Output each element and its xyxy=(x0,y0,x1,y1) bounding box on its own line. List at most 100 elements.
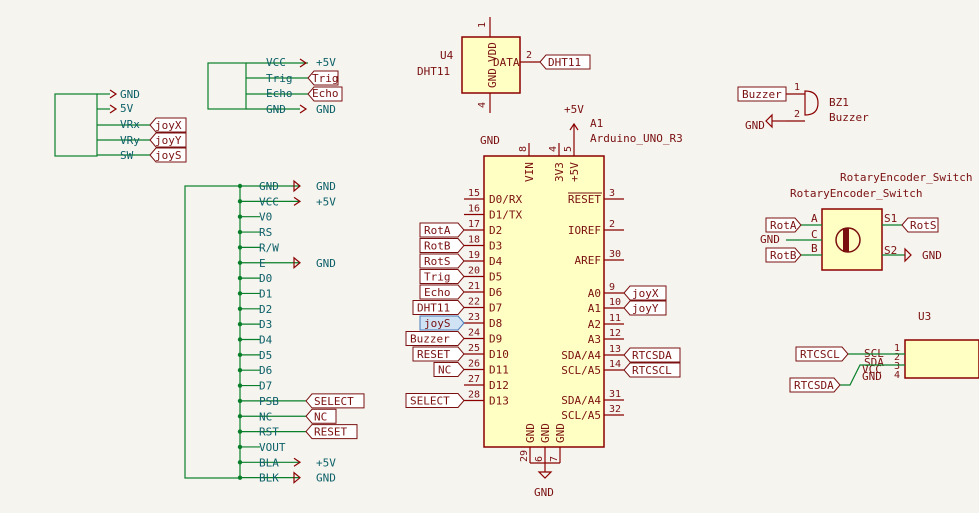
buzzer-bz1[interactable]: Buzzer GND 1 2 BZ1 Buzzer xyxy=(737,82,869,132)
dht11-pin1: 1 xyxy=(477,22,488,28)
arduino-pin-num: 17 xyxy=(468,219,480,230)
hc-trig: Trig xyxy=(266,72,293,85)
ultrasonic-connector[interactable]: VCC Trig Echo GND +5V GND Trig Echo xyxy=(207,56,343,116)
net-label: joyX xyxy=(623,285,667,301)
svg-text:DHT11: DHT11 xyxy=(417,302,450,315)
net-label: SELECT xyxy=(405,393,465,408)
arduino-pin-num: 19 xyxy=(468,250,480,261)
svg-text:VIN: VIN xyxy=(523,162,536,182)
svg-text:RTCSDA: RTCSDA xyxy=(632,349,672,362)
rtc-u3[interactable]: U3 1 2 3 4 SCL SDA VCC GND RTCSCL RTCSDA xyxy=(789,310,979,393)
arduino-pin-name: A2 xyxy=(588,318,601,331)
dht11-u4[interactable]: 1 VDD DATA 2 GND 4 U4 DHT11 DHT11 xyxy=(417,17,591,113)
sw1-pin-c: C xyxy=(811,228,818,241)
dht11-pin2: 2 xyxy=(526,50,532,61)
svg-text:Echo: Echo xyxy=(424,286,451,299)
net-label: Trig xyxy=(419,269,465,284)
svg-text:GND: GND xyxy=(316,472,336,485)
svg-text:RotA: RotA xyxy=(770,219,797,232)
svg-text:6: 6 xyxy=(534,456,545,462)
arduino-pin-num: 2 xyxy=(609,219,615,230)
label-rtcsda-u3: RTCSDA xyxy=(789,377,841,393)
arduino-ref: A1 xyxy=(590,117,603,130)
net-label: RTCSDA xyxy=(623,347,681,363)
arduino-pin-num: 14 xyxy=(609,359,621,370)
ultrasonic-box xyxy=(207,62,247,110)
gnd-symbol-u4: GND xyxy=(480,134,500,147)
label-joyx: joyX xyxy=(149,117,187,133)
label-rots-sw1: RotS xyxy=(901,217,939,233)
svg-text:joyS: joyS xyxy=(424,317,451,330)
svg-text:RotS: RotS xyxy=(424,255,451,268)
label-buzzer: Buzzer xyxy=(737,86,787,102)
lcd-pin: D0 xyxy=(259,272,272,285)
dht11-value: DHT11 xyxy=(417,65,450,78)
arduino-pin-name: D5 xyxy=(489,271,502,284)
arduino-pin-num: 3 xyxy=(609,188,615,199)
gnd-label-a1: GND xyxy=(534,486,554,499)
u3-sda: SDA xyxy=(864,356,884,369)
dht11-body xyxy=(461,36,521,94)
lcd-pin: D1 xyxy=(259,287,272,300)
lcd-pin: BLA xyxy=(259,456,279,469)
arduino-pin-num: 9 xyxy=(609,282,615,293)
svg-text:Trig: Trig xyxy=(424,271,451,284)
arduino-pin-num: 25 xyxy=(468,343,480,354)
svg-text:RotB: RotB xyxy=(770,249,797,262)
lcd-pin: D5 xyxy=(259,349,272,362)
svg-text:29: 29 xyxy=(519,450,530,462)
hc-plus5v: +5V xyxy=(316,56,336,69)
svg-text:8: 8 xyxy=(518,146,529,152)
arduino-pin-name: D2 xyxy=(489,224,502,237)
arduino-pin-name: D10 xyxy=(489,348,509,361)
joystick-connector[interactable]: GND 5V VRx VRy SW joyX joyY joyS xyxy=(54,88,187,163)
rotary-encoder-sw1[interactable]: RotaryEncoder_Switch RotaryEncoder_Switc… xyxy=(760,171,972,271)
gnd-label-sw1c: GND xyxy=(760,233,780,246)
svg-text:RTCSDA: RTCSDA xyxy=(794,379,834,392)
arduino-pin-num: 21 xyxy=(468,281,480,292)
arduino-pin-name: D11 xyxy=(489,364,509,377)
arduino-pin-name: SCL/A5 xyxy=(561,364,601,377)
svg-text:RTCSCL: RTCSCL xyxy=(800,348,840,361)
gnd-label-sw1: GND xyxy=(922,249,942,262)
lcd-pin: RS xyxy=(259,226,272,239)
svg-text:NC: NC xyxy=(314,410,327,423)
plus5v-symbol-a1: +5V xyxy=(564,103,584,143)
lcd-pin: RST xyxy=(259,426,279,439)
svg-text:5: 5 xyxy=(563,146,574,152)
svg-text:GND: GND xyxy=(316,257,336,270)
u3-pin3: 3 xyxy=(894,361,900,372)
arduino-pin-num: 11 xyxy=(609,313,621,324)
svg-text:Echo: Echo xyxy=(312,87,339,100)
arduino-pin-name: D13 xyxy=(489,395,509,408)
svg-text:GND: GND xyxy=(539,423,552,443)
svg-text:GND: GND xyxy=(316,180,336,193)
svg-text:+5V: +5V xyxy=(316,456,336,469)
net-label: Echo xyxy=(419,284,465,300)
arduino-pin-num: 22 xyxy=(468,297,480,308)
u3-vcc: VCC xyxy=(862,363,882,376)
arduino-pin-name: IOREF xyxy=(568,224,601,237)
dht11-ref: U4 xyxy=(440,49,454,62)
dht11-gnd: GND xyxy=(486,68,499,88)
net-label: NC xyxy=(305,408,337,424)
arduino-pin-name: D1/TX xyxy=(489,209,522,222)
buzzer-ref: BZ1 xyxy=(829,96,849,109)
lcd-pin: V0 xyxy=(259,211,272,224)
arduino-pin-num: 31 xyxy=(609,389,621,400)
joystick-box xyxy=(54,93,98,157)
svg-text:SELECT: SELECT xyxy=(410,395,450,408)
sw1-pin-s1: S1 xyxy=(884,212,897,225)
arduino-pin-name: D0/RX xyxy=(489,193,522,206)
arduino-pin-name: D8 xyxy=(489,317,502,330)
arduino-pin-name: SDA/A4 xyxy=(561,349,601,362)
net-label: RotB xyxy=(419,238,465,253)
joy-gnd: GND xyxy=(120,88,140,101)
lcd-pin: D2 xyxy=(259,303,272,316)
svg-text:joyX: joyX xyxy=(155,119,182,132)
